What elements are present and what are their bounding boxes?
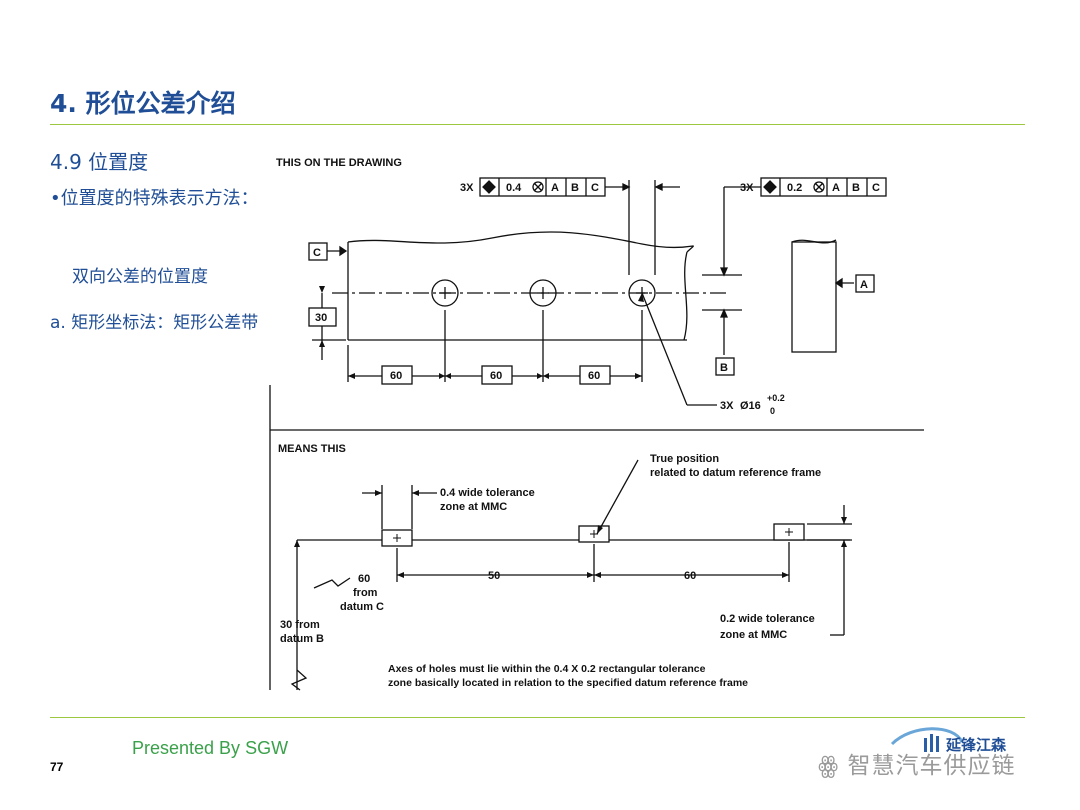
fcf-left-tolerance: 0.4 bbox=[506, 182, 522, 194]
dim-60-from-c-from: from bbox=[353, 587, 378, 599]
presenter-footer: Presented By SGW bbox=[132, 738, 289, 758]
fcf-right-datum-c: C bbox=[872, 182, 880, 194]
sub-point-bidirectional: 双向公差的位置度 bbox=[72, 267, 208, 287]
logo-text: 延锋江森 bbox=[945, 736, 1007, 754]
section-heading: 4.9 位置度 bbox=[50, 150, 149, 174]
from-b-line2: datum B bbox=[280, 633, 324, 645]
company-logo: 延锋江森 bbox=[890, 727, 1007, 754]
dim-60-label-1: 60 bbox=[390, 370, 402, 382]
axes-note-line2: zone basically located in relation to th… bbox=[388, 677, 748, 689]
hole-2 bbox=[529, 279, 557, 307]
true-position-line2: related to datum reference frame bbox=[650, 467, 821, 479]
dim-50-label: 50 bbox=[488, 570, 500, 582]
watermark-text: 智慧汽车供应链 bbox=[847, 753, 1016, 779]
dim-60-label-3: 60 bbox=[588, 370, 600, 382]
bullet-text: •位置度的特殊表示方法： bbox=[50, 188, 259, 209]
part-right-break bbox=[683, 251, 688, 341]
zone-04-line2: zone at MMC bbox=[440, 501, 507, 513]
dim-60b-label: 60 bbox=[684, 570, 696, 582]
fcf-left-count: 3X bbox=[460, 182, 474, 194]
wechat-icon: ꙮ bbox=[818, 753, 840, 779]
datum-b-label: B bbox=[720, 362, 728, 374]
datum-c-label: C bbox=[313, 247, 321, 259]
hole-1 bbox=[431, 279, 459, 307]
hole-callout-count: 3X bbox=[720, 400, 734, 412]
dim-60-from-c-datum: datum C bbox=[340, 601, 384, 613]
axes-note-line1: Axes of holes must lie within the 0.4 X … bbox=[388, 663, 706, 675]
from-b-line1: 30 from bbox=[280, 619, 320, 631]
fcf-right-count: 3X bbox=[740, 182, 754, 194]
zone-02-line2: zone at MMC bbox=[720, 629, 787, 641]
fcf-left-datum-a: A bbox=[551, 182, 559, 194]
title-divider bbox=[50, 124, 1025, 125]
hole-tol-minus: 0 bbox=[770, 406, 775, 416]
hole-tol-plus: +0.2 bbox=[767, 393, 785, 403]
fcf-right-tolerance: 0.2 bbox=[787, 182, 802, 194]
part-break-line bbox=[347, 231, 694, 253]
dim-60-from-c-value: 60 bbox=[358, 573, 370, 585]
dim-60-label-2: 60 bbox=[490, 370, 502, 382]
bottom-heading: MEANS THIS bbox=[278, 443, 346, 455]
zone-04-line1: 0.4 wide tolerance bbox=[440, 487, 535, 499]
fcf-right-datum-b: B bbox=[852, 182, 860, 194]
footer-divider bbox=[50, 717, 1025, 718]
page-number: 77 bbox=[50, 760, 64, 774]
engineering-drawing: THIS ON THE DRAWING 3X 0.4 A B C 3X 0.2 … bbox=[269, 157, 924, 691]
dim-30-label: 30 bbox=[315, 312, 327, 324]
watermark: ꙮ 智慧汽车供应链 bbox=[818, 746, 1016, 780]
sub-point-rectangular: a. 矩形坐标法：矩形公差带 bbox=[50, 313, 259, 333]
datum-a-label: A bbox=[860, 279, 868, 291]
hole-callout-diameter: Ø16 bbox=[740, 400, 761, 412]
top-heading: THIS ON THE DRAWING bbox=[276, 157, 402, 169]
fcf-right-datum-a: A bbox=[832, 182, 840, 194]
fcf-left-datum-c: C bbox=[591, 182, 599, 194]
fcf-left-datum-b: B bbox=[571, 182, 579, 194]
zone-02-line1: 0.2 wide tolerance bbox=[720, 613, 815, 625]
true-position-line1: True position bbox=[650, 453, 719, 465]
slide-title: 4. 形位公差介绍 bbox=[50, 89, 236, 118]
